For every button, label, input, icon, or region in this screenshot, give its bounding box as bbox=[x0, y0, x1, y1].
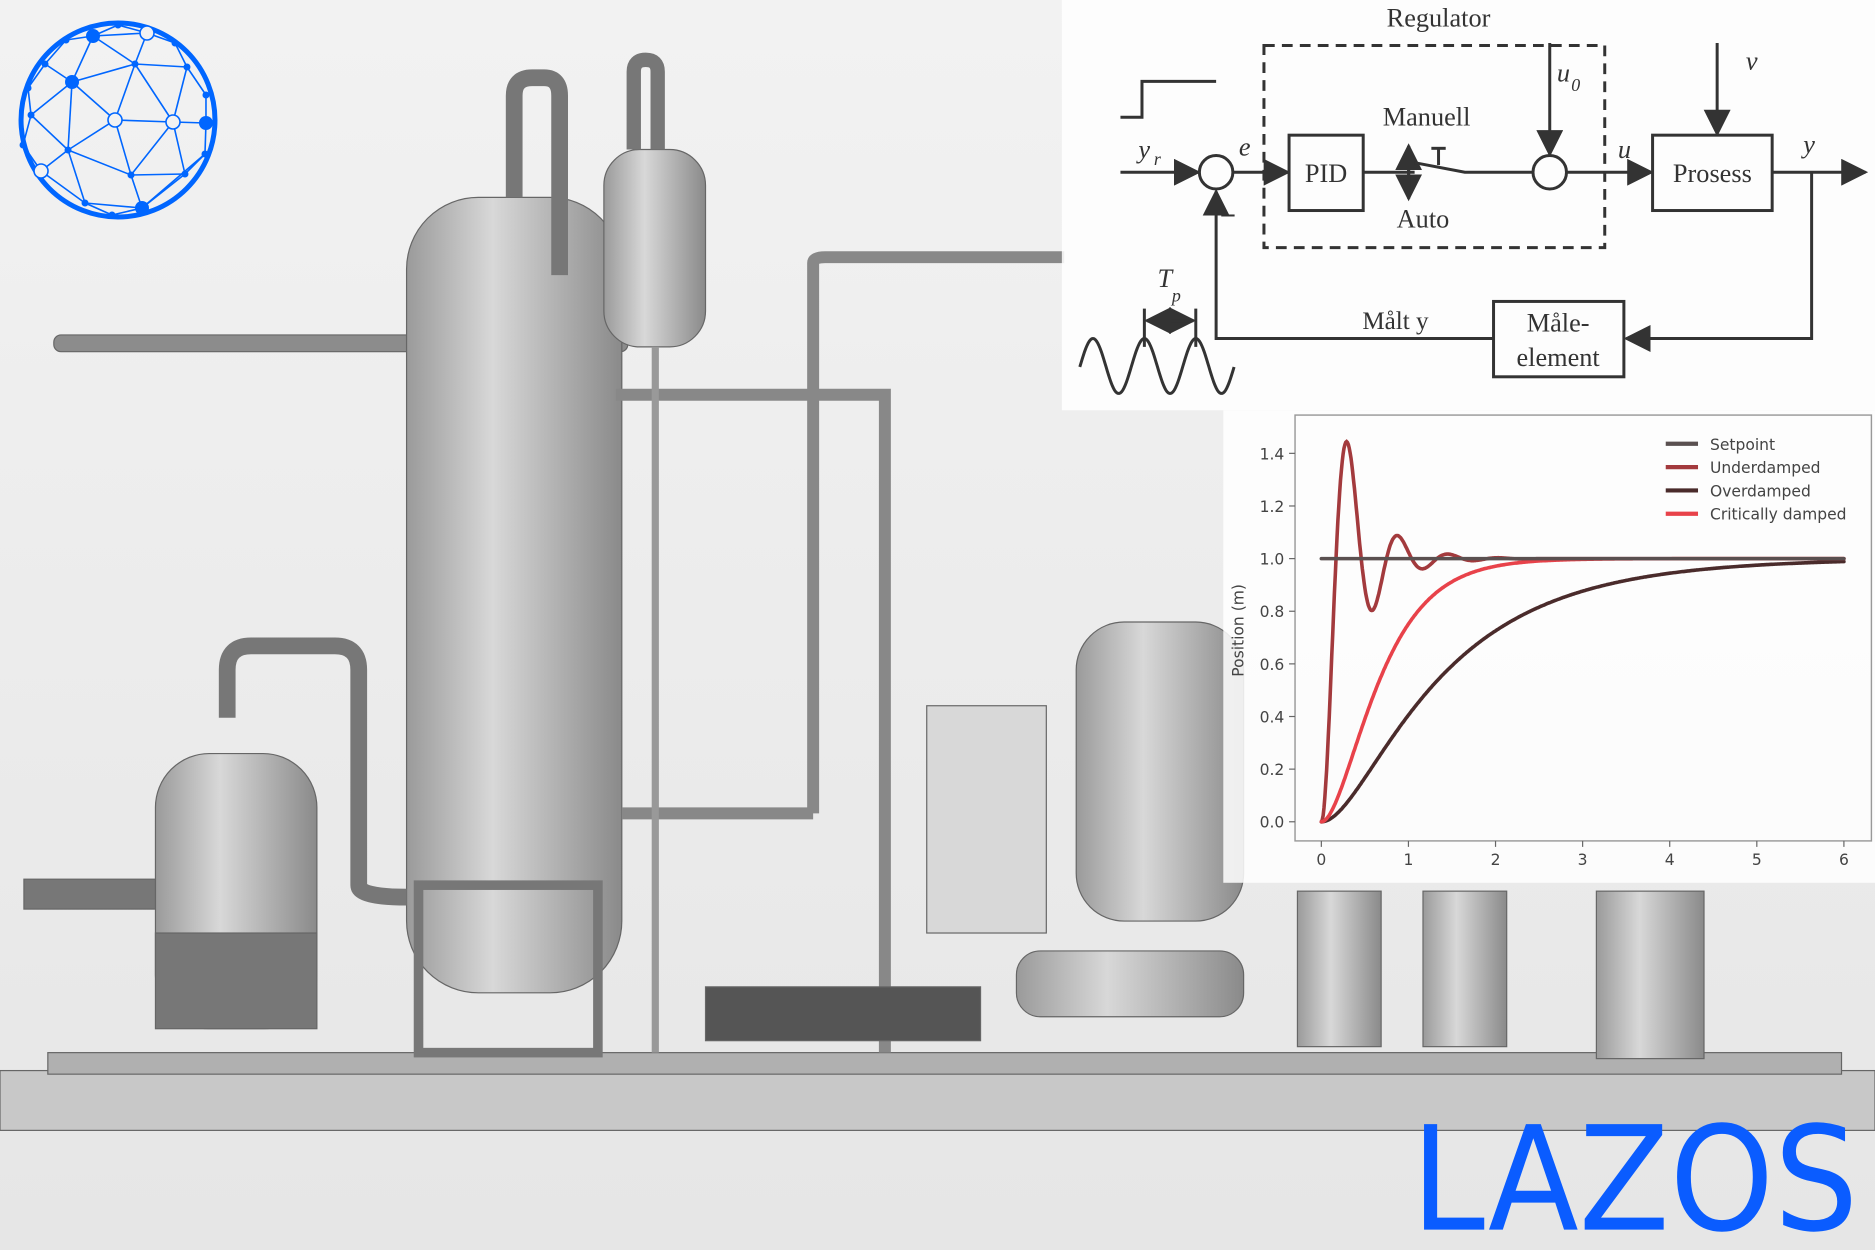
tp-label: T bbox=[1158, 264, 1175, 293]
x-tick-label: 6 bbox=[1839, 851, 1849, 869]
x-tick-label: 2 bbox=[1491, 851, 1501, 869]
globe-node bbox=[108, 211, 116, 219]
globe-node bbox=[107, 112, 123, 128]
globe-node bbox=[65, 75, 80, 89]
sensor-label-2: element bbox=[1517, 343, 1601, 372]
y-axis-label: Position (m) bbox=[1230, 584, 1248, 677]
globe-logo bbox=[18, 20, 218, 220]
y-tick-label: 1.0 bbox=[1260, 551, 1285, 569]
minus-sign: − bbox=[1220, 200, 1236, 232]
globe-node bbox=[41, 60, 49, 68]
y-tick-label: 0.8 bbox=[1260, 603, 1285, 621]
globe-node bbox=[127, 171, 135, 179]
x-tick-label: 1 bbox=[1403, 851, 1413, 869]
globe-node bbox=[114, 21, 122, 29]
globe-node bbox=[183, 63, 191, 71]
diagram-labels: Regulator PID Manuell Auto Prosess Måle-… bbox=[1135, 3, 1815, 372]
step-response-chart: 0 1 2 3 4 5 6 0.0 0.2 0.4 0.6 0.8 1.0 1.2 1.4 Position… bbox=[1230, 414, 1873, 869]
y-tick-label: 1.2 bbox=[1260, 498, 1285, 516]
y-label: y bbox=[1800, 130, 1815, 159]
globe-node bbox=[139, 25, 155, 41]
globe-node bbox=[27, 111, 35, 119]
measured-y-label: Målt y bbox=[1362, 308, 1429, 335]
u-label: u bbox=[1618, 135, 1631, 164]
u0-label: u bbox=[1557, 58, 1570, 87]
auto-label: Auto bbox=[1397, 204, 1450, 233]
x-tick-label: 3 bbox=[1578, 851, 1588, 869]
globe-node bbox=[198, 116, 213, 130]
u0-subscript: 0 bbox=[1571, 75, 1580, 95]
manual-auto-switch bbox=[1414, 161, 1534, 174]
step-signal-icon bbox=[1120, 79, 1217, 119]
sensor-label-1: Måle- bbox=[1527, 308, 1590, 337]
globe-node bbox=[131, 60, 139, 68]
lazos-logo: LAZOS bbox=[1411, 1097, 1858, 1250]
globe-node bbox=[81, 199, 89, 207]
oscillation-wave bbox=[1078, 336, 1236, 395]
globe-node bbox=[171, 39, 179, 47]
legend: SetpointUnderdampedOverdampedCritically … bbox=[1665, 436, 1847, 524]
globe-node bbox=[165, 114, 181, 130]
y-tick-label: 0.4 bbox=[1260, 708, 1285, 726]
globe-node bbox=[33, 163, 49, 179]
globe-node bbox=[181, 170, 189, 178]
globe-node bbox=[62, 36, 70, 44]
chart-panel bbox=[1223, 410, 1875, 883]
globe-node bbox=[135, 201, 149, 215]
globe-node bbox=[64, 146, 72, 154]
globe-node bbox=[19, 141, 27, 149]
globe-node bbox=[202, 91, 210, 99]
y-tick-label: 0.0 bbox=[1260, 814, 1285, 832]
process-label: Prosess bbox=[1673, 159, 1752, 188]
diagram-panel bbox=[1061, 0, 1875, 411]
legend-entry: Setpoint bbox=[1710, 436, 1775, 454]
yr-label: y bbox=[1135, 135, 1150, 164]
e-label: e bbox=[1239, 132, 1251, 161]
y-tick-label: 0.6 bbox=[1260, 656, 1285, 674]
y-tick-label: 1.4 bbox=[1260, 445, 1285, 463]
globe-node bbox=[86, 29, 101, 44]
x-tick-label: 5 bbox=[1752, 851, 1762, 869]
x-tick-label: 4 bbox=[1665, 851, 1675, 869]
globe-node bbox=[201, 150, 209, 158]
legend-entry: Underdamped bbox=[1710, 459, 1821, 477]
legend-entry: Overdamped bbox=[1710, 482, 1811, 500]
series-line-overdamped bbox=[1319, 559, 1846, 824]
pid-label: PID bbox=[1305, 159, 1347, 188]
y-tick-label: 0.2 bbox=[1260, 761, 1285, 779]
yr-subscript: r bbox=[1154, 149, 1162, 169]
globe-node bbox=[24, 84, 32, 92]
plant-photo bbox=[0, 52, 1875, 1131]
legend-entry: Critically damped bbox=[1710, 506, 1847, 524]
regulator-label: Regulator bbox=[1387, 3, 1491, 32]
x-tick-label: 0 bbox=[1316, 851, 1326, 869]
v-label: v bbox=[1746, 46, 1758, 75]
regulator-boundary bbox=[1262, 43, 1607, 250]
manual-label: Manuell bbox=[1383, 103, 1471, 132]
block-diagram bbox=[1078, 43, 1869, 395]
tp-subscript: p bbox=[1170, 285, 1181, 305]
